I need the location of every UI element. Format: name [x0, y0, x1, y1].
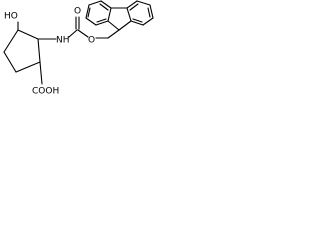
left-ring-double-2	[87, 7, 91, 18]
right-ring-bond-3	[136, 0, 151, 6]
fluorene-right-ring	[126, 0, 154, 26]
fluorene-c9-right	[118, 20, 132, 31]
left-ring-bond-2	[100, 0, 112, 9]
hydroxyl-label: HO	[4, 12, 18, 22]
nh-carbonyl-bond	[68, 29, 78, 38]
left-ring-bond-6	[95, 20, 109, 26]
carbonyl-ester-bond	[77, 29, 89, 38]
ring-bond-3	[15, 61, 41, 73]
carboxyl-label: COOH	[32, 87, 59, 97]
carbonyl-oxygen-label: O	[74, 7, 81, 17]
left-ring-bond-4	[85, 4, 90, 19]
left-ring-double-1	[99, 3, 109, 11]
cyclopentane-ring	[3, 29, 41, 73]
fluorene-group	[85, 0, 154, 31]
left-ring-double-3	[96, 18, 107, 23]
right-ring-double-2	[147, 7, 151, 18]
right-ring-double-3	[132, 18, 143, 23]
right-ring-bond-1	[126, 7, 132, 22]
ring-bond-2	[37, 38, 41, 63]
right-ring-bond-2	[126, 0, 138, 9]
c1-carboxyl-bond	[39, 61, 43, 85]
ring-bond-5	[3, 29, 19, 53]
right-ring-bond-6	[130, 20, 144, 26]
ester-oxygen-label: O	[88, 36, 95, 46]
ch2-c9-bond	[107, 29, 120, 39]
ring-bond-4	[3, 51, 17, 73]
amine-label: NH	[56, 36, 70, 46]
right-ring-bond-4	[149, 4, 154, 19]
left-ring-bond-3	[88, 0, 102, 6]
fluorene-c9-left	[107, 20, 120, 31]
right-ring-double-1	[129, 3, 139, 11]
left-ring-bond-1	[107, 7, 112, 22]
ring-bond-1	[17, 29, 39, 40]
right-ring-bond-5	[142, 17, 154, 26]
fluorene-left-ring	[85, 0, 112, 26]
left-ring-bond-5	[85, 17, 97, 26]
structural-formula: HO NH COOH O O	[3, 0, 154, 97]
